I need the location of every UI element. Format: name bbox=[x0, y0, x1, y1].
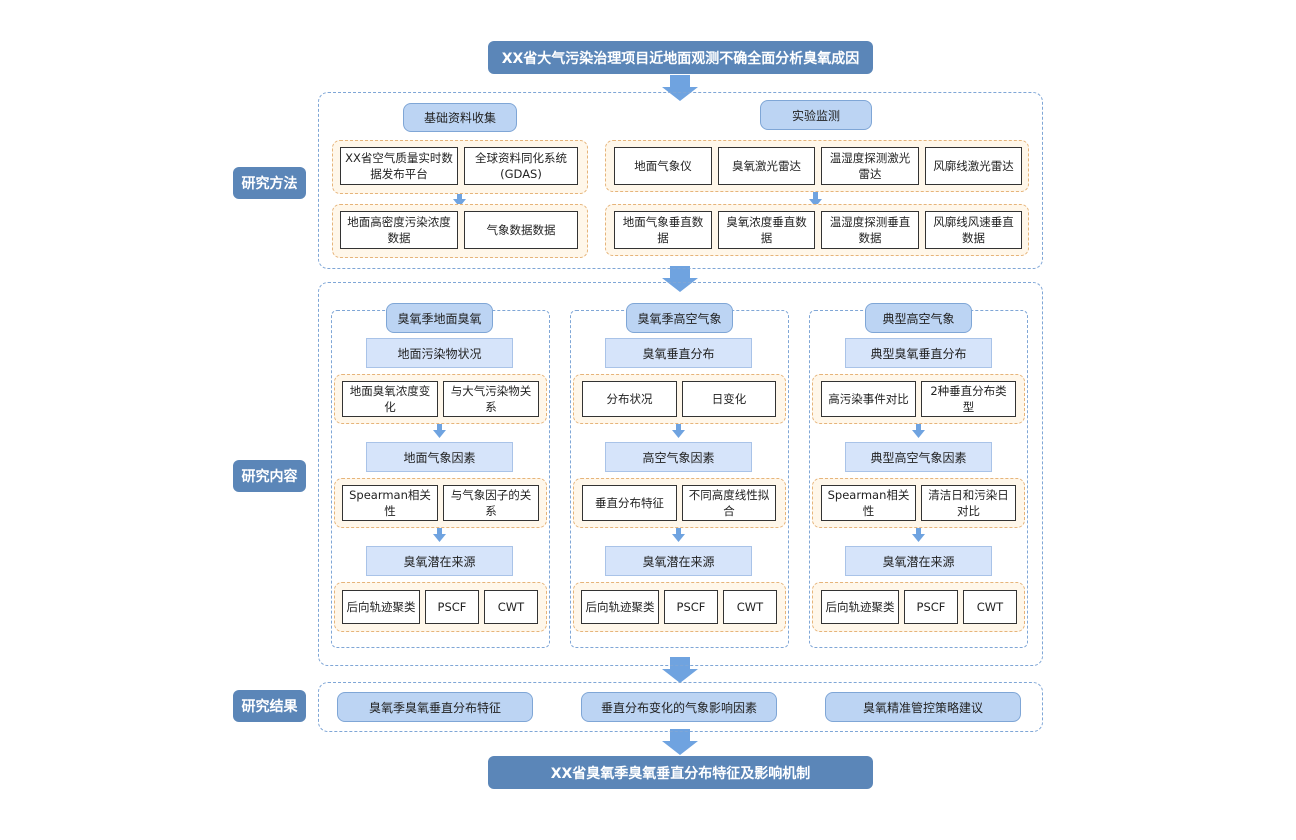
col2-g1-a: 分布状况 bbox=[582, 381, 677, 417]
gdas-box: 全球资料同化系统(GDAS) bbox=[464, 147, 578, 185]
col2-header: 臭氧季高空气象 bbox=[626, 303, 733, 333]
col1-header: 臭氧季地面臭氧 bbox=[386, 303, 493, 333]
section-label-content: 研究内容 bbox=[233, 460, 306, 492]
col1-g2-b: 与气象因子的关系 bbox=[443, 485, 539, 521]
small-arrow-c3-a bbox=[912, 416, 925, 438]
weather-data-box: 气象数据数据 bbox=[464, 211, 578, 249]
col1-g1-b: 与大气污染物关系 bbox=[443, 381, 539, 417]
col1-level1: 地面污染物状况 bbox=[366, 338, 513, 368]
wind-lidar-box: 风廓线激光雷达 bbox=[925, 147, 1022, 185]
small-arrow-c1-a bbox=[433, 416, 446, 438]
col1-g3-a: 后向轨迹聚类 bbox=[342, 590, 420, 624]
experiment-header: 实验监测 bbox=[760, 100, 872, 130]
small-arrow-exp bbox=[809, 185, 822, 207]
col3-g1-b: 2种垂直分布类型 bbox=[921, 381, 1016, 417]
big-arrow-4 bbox=[662, 729, 698, 755]
platform-box: XX省空气质量实时数据发布平台 bbox=[340, 147, 458, 185]
result-3: 臭氧精准管控策略建议 bbox=[825, 692, 1021, 722]
col2-level3: 臭氧潜在来源 bbox=[605, 546, 752, 576]
col3-level3: 臭氧潜在来源 bbox=[845, 546, 992, 576]
results-panel bbox=[318, 682, 1043, 732]
col3-g1-a: 高污染事件对比 bbox=[821, 381, 916, 417]
col2-g3-c: CWT bbox=[723, 590, 777, 624]
col2-level2: 高空气象因素 bbox=[605, 442, 752, 472]
col1-level3: 臭氧潜在来源 bbox=[366, 546, 513, 576]
col3-g2-b: 清洁日和污染日对比 bbox=[921, 485, 1016, 521]
small-arrow-basic bbox=[453, 185, 466, 207]
col1-g3-c: CWT bbox=[484, 590, 538, 624]
col3-g2-a: Spearman相关性 bbox=[821, 485, 916, 521]
col3-g3-c: CWT bbox=[963, 590, 1017, 624]
small-arrow-c3-b bbox=[912, 520, 925, 542]
wind-data-box: 风廓线风速垂直数据 bbox=[925, 211, 1022, 249]
ground-meteor-box: 地面气象仪 bbox=[614, 147, 712, 185]
col3-level1: 典型臭氧垂直分布 bbox=[845, 338, 992, 368]
col2-level1: 臭氧垂直分布 bbox=[605, 338, 752, 368]
col1-level2: 地面气象因素 bbox=[366, 442, 513, 472]
content-panel bbox=[318, 282, 1043, 666]
methods-panel bbox=[318, 92, 1043, 269]
section-label-methods: 研究方法 bbox=[233, 167, 306, 199]
col2-g2-b: 不同高度线性拟合 bbox=[682, 485, 776, 521]
temp-data-box: 温湿度探测垂直数据 bbox=[821, 211, 919, 249]
basic-data-header: 基础资料收集 bbox=[403, 103, 517, 132]
section-label-results: 研究结果 bbox=[233, 690, 306, 722]
col1-g2-a: Spearman相关性 bbox=[342, 485, 438, 521]
temp-lidar-box: 温湿度探测激光雷达 bbox=[821, 147, 919, 185]
col3-g3-b: PSCF bbox=[904, 590, 958, 624]
ozone-data-box: 臭氧浓度垂直数据 bbox=[718, 211, 815, 249]
col1-g1-a: 地面臭氧浓度变化 bbox=[342, 381, 438, 417]
col2-g1-b: 日变化 bbox=[682, 381, 776, 417]
small-arrow-c2-a bbox=[672, 416, 685, 438]
main-title: XX省大气污染治理项目近地面观测不确全面分析臭氧成因 bbox=[488, 41, 873, 74]
col2-g2-a: 垂直分布特征 bbox=[582, 485, 677, 521]
ozone-lidar-box: 臭氧激光雷达 bbox=[718, 147, 815, 185]
big-arrow-1 bbox=[662, 75, 698, 101]
col3-header: 典型高空气象 bbox=[865, 303, 972, 333]
big-arrow-2 bbox=[662, 266, 698, 292]
result-2: 垂直分布变化的气象影响因素 bbox=[581, 692, 777, 722]
result-1: 臭氧季臭氧垂直分布特征 bbox=[337, 692, 533, 722]
col3-g3-a: 后向轨迹聚类 bbox=[821, 590, 899, 624]
pollution-data-box: 地面高密度污染浓度数据 bbox=[340, 211, 458, 249]
bottom-title: XX省臭氧季臭氧垂直分布特征及影响机制 bbox=[488, 756, 873, 789]
small-arrow-c1-b bbox=[433, 520, 446, 542]
col3-level2: 典型高空气象因素 bbox=[845, 442, 992, 472]
col2-g3-a: 后向轨迹聚类 bbox=[581, 590, 659, 624]
small-arrow-c2-b bbox=[672, 520, 685, 542]
col1-g3-b: PSCF bbox=[425, 590, 479, 624]
ground-meteor-data-box: 地面气象垂直数据 bbox=[614, 211, 712, 249]
col2-g3-b: PSCF bbox=[664, 590, 718, 624]
big-arrow-3 bbox=[662, 657, 698, 683]
